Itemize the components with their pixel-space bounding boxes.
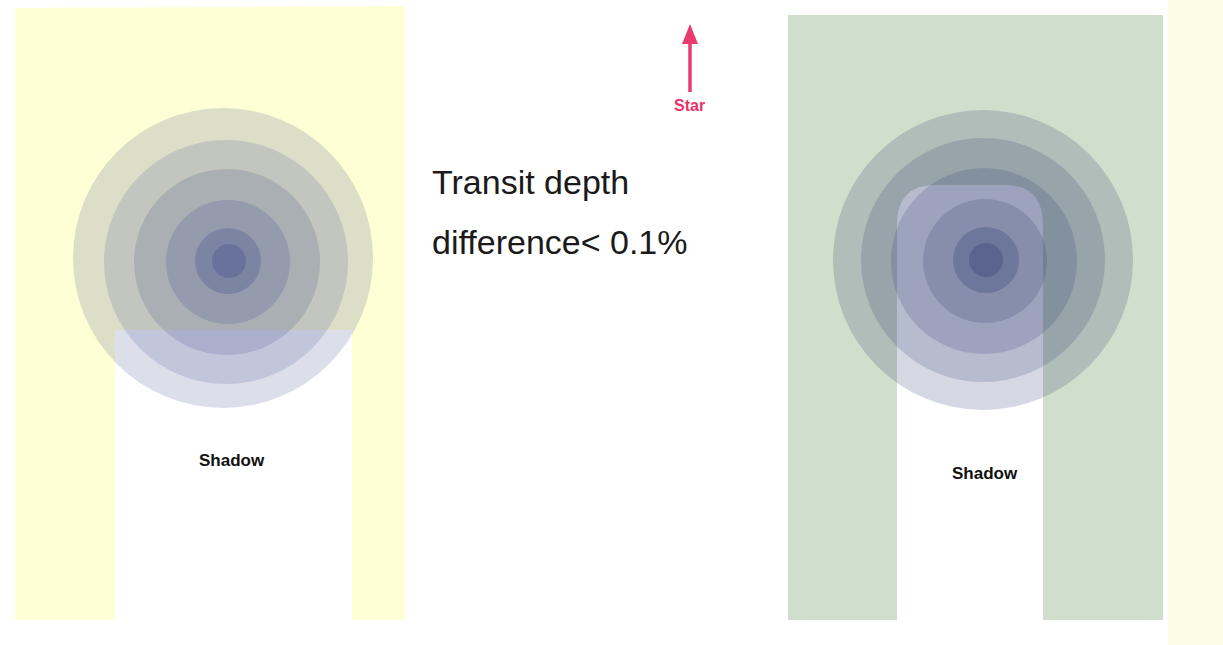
star-label: Star — [674, 96, 705, 116]
shadow-label: Shadow — [199, 450, 264, 471]
planet-atmosphere — [73, 108, 373, 408]
planet-atmosphere — [833, 110, 1133, 410]
arrow-head — [682, 24, 698, 44]
star-arrow — [688, 40, 692, 92]
edge-strip — [1168, 0, 1223, 645]
shadow-label: Shadow — [952, 463, 1017, 484]
transit-note: Transit depth difference< 0.1% — [432, 152, 792, 272]
